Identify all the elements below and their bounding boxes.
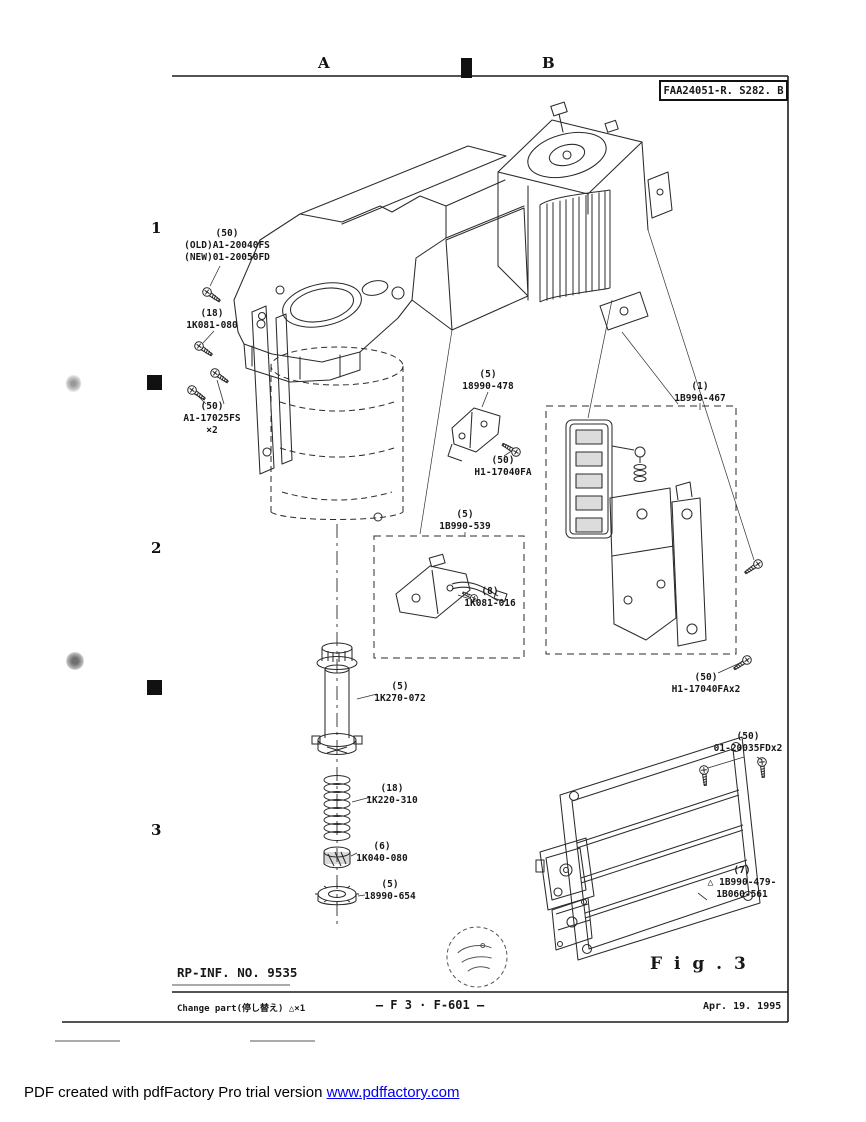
dashed-box-1b990-467 [545,405,737,655]
part-label-1b990-467: (1) 1B990-467 [674,381,726,404]
ring-18990-654 [315,884,359,906]
inspection-stamp [446,926,508,988]
scan-smudge-1 [66,374,81,393]
part-label-a1-20040fs: (50) (OLD)A1-20040FS (NEW)01-20050FD [184,228,270,263]
part-label-1k270-072: (5) 1K270-072 [374,681,426,704]
grid-row-3: 3 [151,821,162,839]
chassis [233,101,673,475]
part-label-h1-17040fa: (50) H1-17040FA [474,455,532,478]
part-label-1k220-310: (18) 1K220-310 [366,783,418,806]
date-label: Apr. 19. 1995 [703,1001,782,1012]
dashed-box-1b990-539 [373,535,525,659]
pdf-footer-text: PDF created with pdfFactory Pro trial ve… [24,1084,327,1101]
scan-smudge-2 [66,652,84,670]
part-label-01-20035fdx2: (50) 01-20035FDx2 [713,731,783,754]
terminal-assembly [565,419,707,647]
bracket-18990-478 [447,407,501,462]
grid-letter-a: A [318,54,331,72]
part-label-1b990-539: (5) 1B990-539 [439,509,491,532]
part-label-1k040-080: (6) 1K040-080 [356,841,408,864]
leader-lines [195,229,763,901]
nut-1k040-080 [323,846,351,869]
pdf-footer: PDF created with pdfFactory Pro trial ve… [24,1084,459,1101]
part-label-1k081-016: (8) 1K081-016 [464,586,516,609]
grid-row-2: 2 [151,539,162,557]
pdffactory-link[interactable]: www.pdffactory.com [326,1084,460,1101]
grid-row-1: 1 [151,219,162,237]
part-label-a1-17025fs: (50) A1-17025FS ×2 [183,401,241,436]
doc-ref-box: FAA24051-R. S282. B [659,80,788,101]
minor-rules [55,984,315,1042]
part-label-h1-17040fax2: (50) H1-17040FAx2 [671,672,741,695]
figure-label: F i g . 3 [650,954,749,974]
registration-ticks [147,58,472,695]
part-label-1b990-479: (7) △ 1B990-479- 1B060-561 [707,865,777,900]
part-label-18990-654: (5) 18990-654 [364,879,416,902]
cylinder-pin [373,512,383,522]
grid-letter-b: B [542,54,556,72]
spring-1k220-310 [323,775,351,841]
main-cylinder [270,346,404,520]
part-label-1k081-080: (18) 1K081-080 [186,308,238,331]
sheet-frame [62,75,789,1023]
drum [539,189,611,303]
switch-assembly [395,553,508,619]
shaft-1k270-072 [311,642,363,756]
change-note: Change part(停し替え) △×1 [177,1004,306,1014]
frame-plate-1b990-479 [535,736,761,961]
sheet-ref: – F 3 · F-601 – [375,998,485,1012]
part-label-18990-478: (5) 18990-478 [462,369,514,392]
rp-inf-number: RP-INF. NO. 9535 [177,965,298,980]
